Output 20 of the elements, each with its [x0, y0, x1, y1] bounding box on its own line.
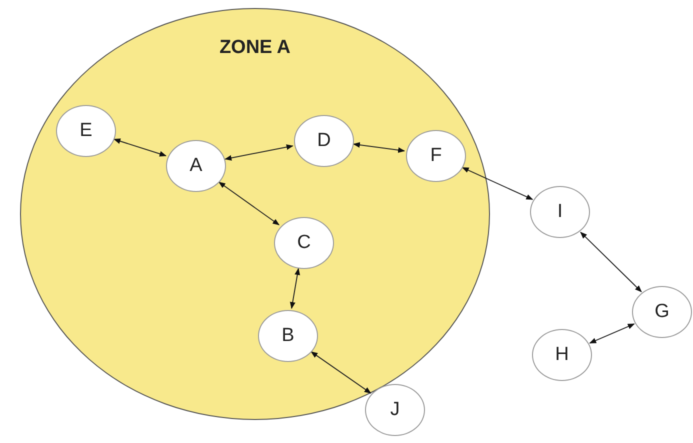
node-circle: E: [56, 105, 116, 157]
node-circle: B: [258, 310, 318, 362]
node-circle: C: [274, 217, 334, 269]
double-arrow: [224, 144, 294, 161]
node-circle: A: [166, 140, 226, 192]
double-arrow: [218, 182, 280, 226]
double-arrow: [290, 268, 300, 309]
node-circle: J: [365, 384, 425, 436]
double-arrow: [462, 167, 534, 200]
zone-title: ZONE A: [219, 37, 291, 59]
double-arrow: [352, 142, 406, 153]
double-arrow: [113, 138, 167, 156]
double-arrow: [580, 232, 642, 292]
node-circle: D: [294, 115, 354, 167]
node-circle: H: [532, 329, 592, 381]
node-circle: I: [530, 186, 590, 238]
double-arrow: [589, 323, 635, 344]
node-circle: F: [406, 130, 466, 182]
double-arrow: [310, 351, 372, 394]
node-circle: G: [632, 286, 692, 338]
